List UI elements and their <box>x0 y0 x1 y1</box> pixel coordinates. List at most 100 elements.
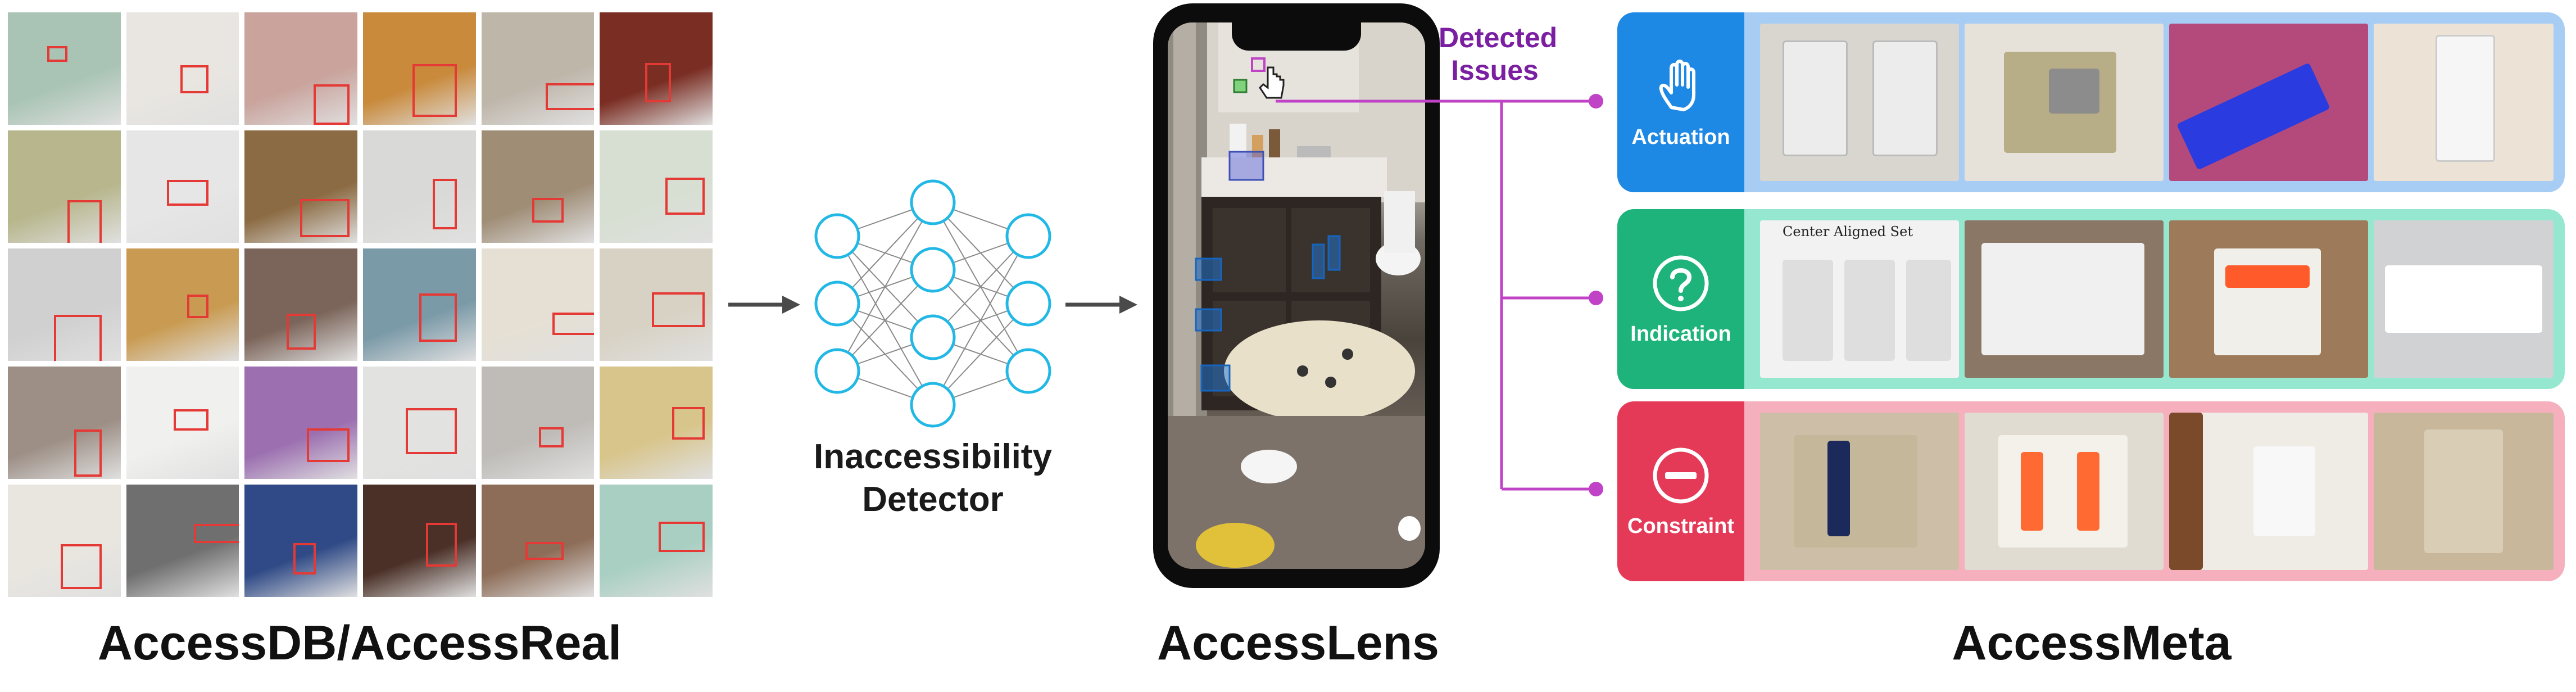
network-node <box>910 179 956 225</box>
detector-label-line1: Inaccessibility <box>814 437 1052 476</box>
category-panel-constraint: Constraint <box>1617 401 2565 581</box>
example-thumbnail <box>1965 220 2164 378</box>
detected-issues-line2: Issues <box>1451 55 1539 86</box>
arrow-right-icon <box>1065 296 1137 314</box>
highlight-box <box>538 427 564 447</box>
network-edge <box>837 202 933 304</box>
example-thumbnail <box>1965 24 2164 181</box>
network-node <box>814 281 860 327</box>
example-thumbnail <box>1760 24 1959 181</box>
highlight-box <box>419 293 457 342</box>
category-label: Indication <box>1630 322 1731 346</box>
highlight-box <box>426 523 457 567</box>
network-edge <box>837 202 933 372</box>
highlight-box <box>552 313 595 335</box>
network-node <box>910 247 956 293</box>
dataset-image <box>126 248 239 361</box>
dataset-image <box>8 485 121 597</box>
detected-issues-line1: Detected <box>1439 22 1558 53</box>
hand-icon <box>1659 59 1695 111</box>
network-node <box>814 213 860 259</box>
dataset-image <box>244 248 357 361</box>
highlight-box <box>525 542 564 560</box>
network-node <box>1005 213 1051 259</box>
minus-circle-icon <box>1653 447 1709 503</box>
dataset-image <box>600 12 713 125</box>
thumbnail-caption: Center Aligned Set <box>1783 224 1913 239</box>
question-icon <box>1653 255 1709 311</box>
example-thumbnail <box>1760 413 1959 570</box>
dataset-image <box>244 367 357 479</box>
network-node <box>910 382 956 428</box>
highlight-box <box>313 84 350 125</box>
highlight-box <box>651 292 705 327</box>
example-thumbnail <box>2374 24 2554 181</box>
example-thumbnail <box>2374 413 2554 570</box>
highlight-box <box>665 178 705 215</box>
example-thumbnail <box>1965 413 2164 570</box>
highlight-box <box>293 543 316 575</box>
dataset-image <box>481 248 595 361</box>
highlight-box <box>672 407 705 440</box>
highlight-box <box>645 63 671 102</box>
dataset-image <box>126 367 239 479</box>
detected-issues-label: Detected Issues <box>1439 21 1558 87</box>
accesslens-title: AccessLens <box>1157 616 1439 670</box>
highlight-box <box>173 409 209 431</box>
network-node <box>910 314 956 360</box>
highlight-box <box>67 200 102 243</box>
network-edge <box>837 269 933 372</box>
category-label: Actuation <box>1631 125 1730 149</box>
category-label: Constraint <box>1627 514 1734 538</box>
dataset-image <box>481 12 595 125</box>
network-edge <box>932 236 1029 338</box>
dataset-image <box>244 130 357 243</box>
highlight-box <box>406 408 457 454</box>
category-panel-actuation: Actuation <box>1617 12 2565 192</box>
highlight-box <box>658 522 705 552</box>
dataset-image <box>600 485 713 597</box>
accessdb-image-grid <box>8 12 713 597</box>
network-node <box>1005 281 1051 327</box>
dataset-image <box>8 12 121 125</box>
dataset-image <box>126 485 239 597</box>
phone-screen <box>1168 22 1425 569</box>
highlight-box <box>180 65 209 93</box>
highlight-box <box>187 295 209 318</box>
highlight-box <box>61 544 102 589</box>
highlight-box <box>166 180 209 206</box>
dataset-image <box>126 12 239 125</box>
example-thumbnail <box>2374 220 2554 378</box>
network-node <box>1005 348 1051 394</box>
dataset-image <box>244 485 357 597</box>
highlight-box <box>54 315 102 361</box>
highlight-box <box>546 83 595 110</box>
dataset-image <box>600 130 713 243</box>
dataset-image <box>481 367 595 479</box>
detector-label-line2: Detector <box>862 480 1004 519</box>
example-thumbnail <box>2169 220 2368 378</box>
dataset-image <box>481 485 595 597</box>
dataset-image <box>363 248 476 361</box>
detector-label: Inaccessibility Detector <box>804 436 1062 521</box>
arrow-right-icon <box>728 296 800 314</box>
highlight-box <box>47 46 68 62</box>
category-panel-indication: Indication Center Aligned Set <box>1617 209 2565 389</box>
accessdb-title: AccessDB/AccessReal <box>97 616 622 670</box>
network-edge <box>932 303 1029 405</box>
highlight-box <box>306 428 350 462</box>
neural-network-diagram <box>814 179 1051 428</box>
highlight-box <box>300 199 350 237</box>
highlight-box <box>286 314 316 350</box>
category-tag-actuation: Actuation <box>1617 12 1744 192</box>
example-thumbnail <box>2169 413 2368 570</box>
category-tag-indication: Indication <box>1617 209 1744 389</box>
highlight-box <box>433 179 457 229</box>
phone-notch <box>1232 22 1361 51</box>
highlight-box <box>532 198 564 223</box>
highlight-box <box>74 429 102 477</box>
example-thumbnail: Center Aligned Set <box>1760 220 1959 378</box>
dataset-image <box>244 12 357 125</box>
dataset-image <box>363 485 476 597</box>
